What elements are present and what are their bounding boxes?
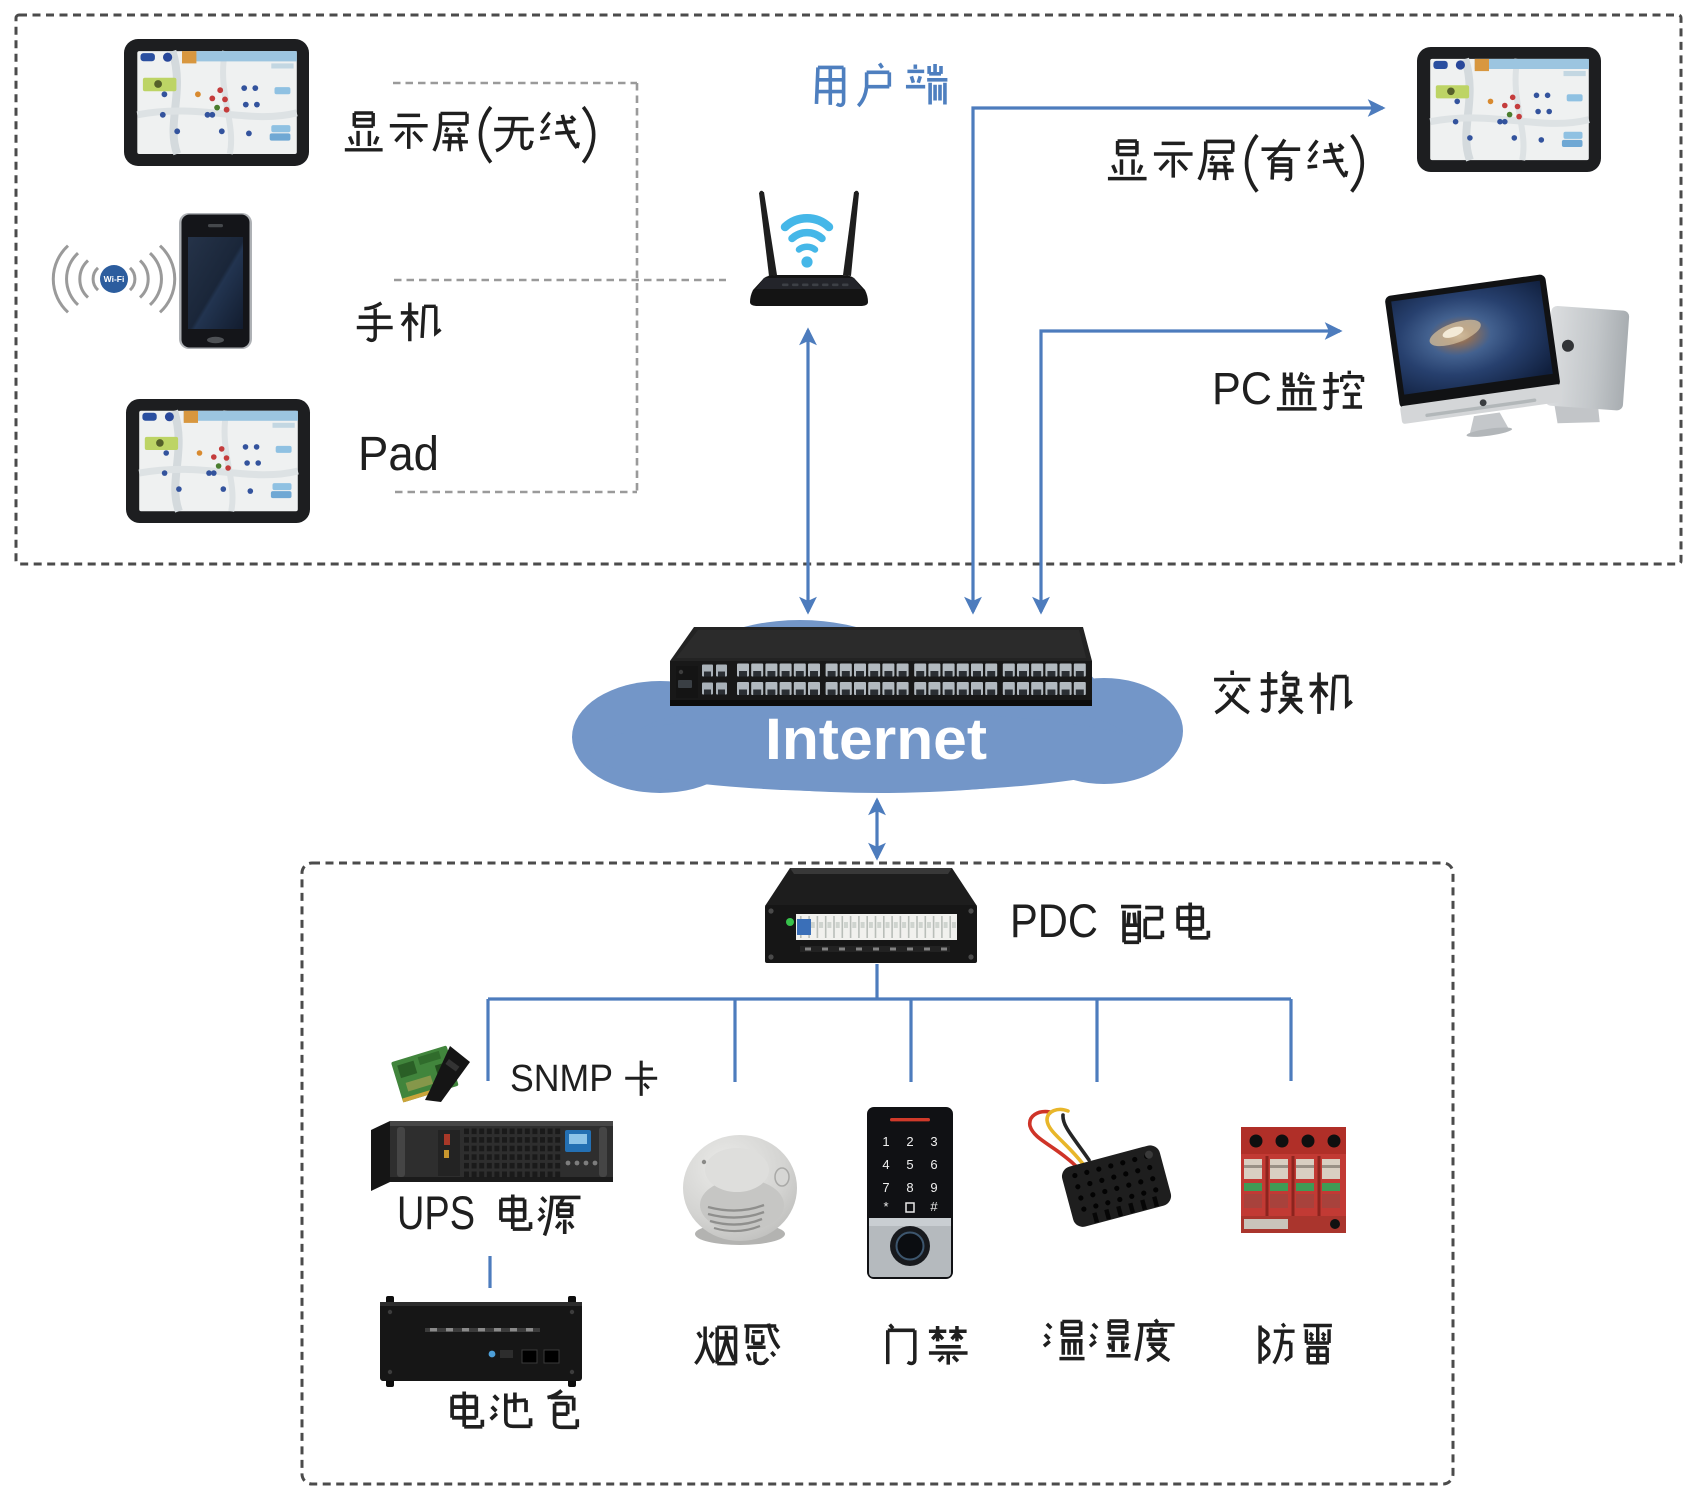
svg-text:Wi-Fi: Wi-Fi	[104, 274, 125, 284]
svg-text:#: #	[930, 1199, 938, 1214]
svg-text:6: 6	[930, 1157, 937, 1172]
svg-text:1: 1	[882, 1134, 889, 1149]
svg-text:2: 2	[906, 1134, 913, 1149]
svg-text:8: 8	[906, 1180, 913, 1195]
svg-text:Internet: Internet	[765, 707, 987, 772]
svg-text:SNMP: SNMP	[510, 1058, 613, 1100]
svg-text:Pad: Pad	[358, 428, 439, 481]
svg-text:4: 4	[882, 1157, 889, 1172]
svg-text:5: 5	[906, 1157, 913, 1172]
svg-text:7: 7	[882, 1180, 889, 1195]
svg-text:3: 3	[930, 1134, 937, 1149]
svg-text:UPS: UPS	[397, 1186, 475, 1239]
svg-text:PDC: PDC	[1010, 894, 1098, 947]
svg-text:*: *	[883, 1199, 888, 1214]
svg-text:9: 9	[930, 1180, 937, 1195]
svg-text:PC: PC	[1212, 363, 1272, 414]
